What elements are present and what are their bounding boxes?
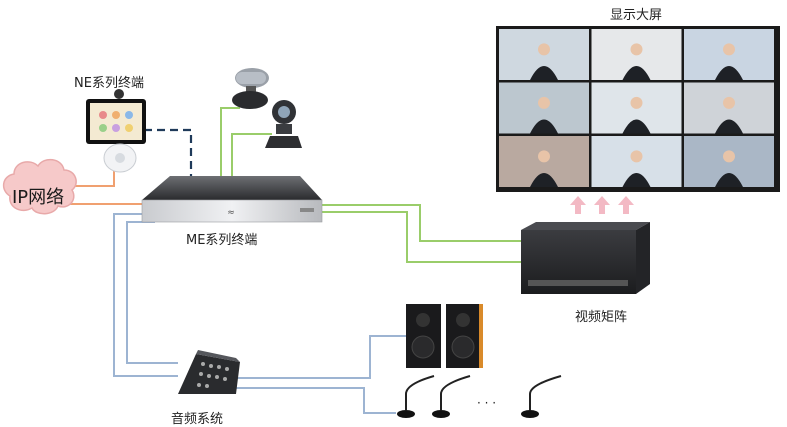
svg-text:≈: ≈: [227, 208, 235, 218]
speakers: [406, 304, 483, 368]
ip-to-ne-link: [68, 170, 115, 187]
video-tile: [684, 82, 774, 134]
me-terminal: ≈: [141, 176, 323, 223]
audio-to-mics-link: [236, 387, 396, 414]
display-wall-label: 显示大屏: [610, 8, 663, 23]
video-tile: [499, 136, 589, 187]
video-matrix-label: 视频矩阵: [575, 310, 628, 325]
video-tile: [591, 82, 682, 134]
video-tile: [684, 136, 774, 187]
up-arrow-icon: [594, 196, 610, 214]
connection-lines: [68, 107, 521, 414]
gooseneck-mic-icon: [432, 375, 471, 418]
upward-arrows: [570, 196, 634, 214]
up-arrow-icon: [570, 196, 586, 214]
video-tile: [591, 136, 682, 187]
up-arrow-icon: [618, 196, 634, 214]
video-tile: [499, 29, 589, 80]
ptz-camera-2: [265, 100, 302, 148]
video-tile: [591, 29, 682, 80]
me-to-audio-link-2: [126, 221, 178, 364]
video-wall-tiles: [499, 29, 774, 187]
ip-network-label: IP网络: [12, 187, 65, 208]
me-to-matrix-link-2: [318, 211, 521, 263]
camera1-to-me-link: [220, 107, 240, 176]
video-wall: [496, 26, 780, 192]
ne-terminal-label: NE系列终端: [74, 76, 144, 91]
ellipsis-label: · · ·: [477, 396, 497, 410]
me-to-matrix-link-1: [318, 204, 521, 242]
video-tile: [499, 82, 589, 134]
me-to-audio-link-1: [113, 213, 178, 377]
gooseneck-mic-icon: [397, 375, 435, 418]
ne-terminal: [86, 89, 146, 173]
gooseneck-mic-icon: [521, 375, 562, 418]
video-tile: [684, 29, 774, 80]
camera2-to-me-link: [231, 133, 272, 176]
video-matrix: [521, 222, 650, 294]
audio-system-label: 音频系统: [171, 412, 224, 427]
ip-network-cloud: [2, 158, 77, 215]
ne-to-me-dashed-link: [144, 128, 193, 176]
me-terminal-label: ME系列终端: [186, 233, 258, 248]
audio-mixer: [178, 350, 240, 394]
audio-to-speaker-link: [236, 335, 406, 379]
speaker-cabinet-icon: [406, 304, 441, 368]
speaker-cabinet-icon: [446, 304, 483, 368]
ptz-camera-1: [232, 68, 269, 109]
microphones: [397, 375, 562, 418]
